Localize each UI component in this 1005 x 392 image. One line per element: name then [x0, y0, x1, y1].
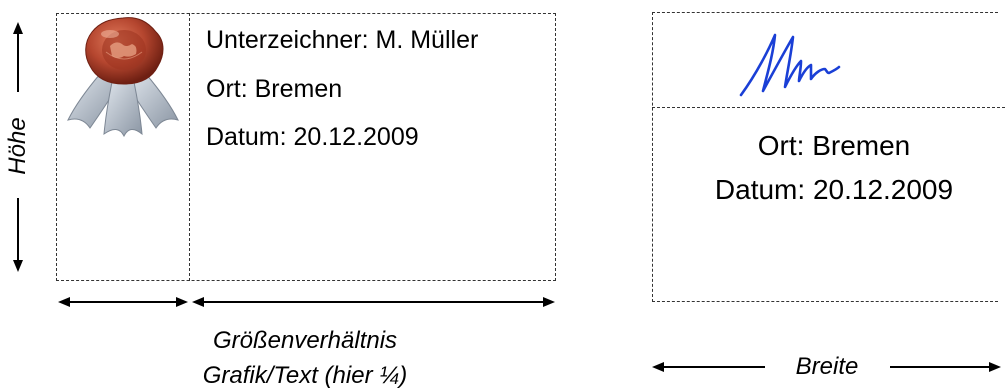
right-date-text: Datum: 20.12.2009 [714, 174, 954, 205]
right-signature-box [652, 12, 998, 302]
ratio-label-line1: Größenverhältnis [212, 327, 398, 354]
ratio-label-line2: Grafik/Text (hier ¼) [202, 362, 408, 389]
width-label: Breite [795, 353, 859, 380]
signer-text: Unterzeichner: M. Müller [206, 26, 479, 54]
ratio-arrows [58, 297, 555, 307]
wax-seal-icon [67, 17, 179, 138]
left-box-divider [189, 13, 190, 281]
handwritten-signature [739, 33, 841, 97]
left-date-text: Datum: 20.12.2009 [206, 123, 419, 151]
right-place-text: Ort: Bremen [757, 130, 911, 161]
height-arrow [13, 22, 23, 272]
left-signature-box [56, 13, 556, 281]
left-place-text: Ort: Bremen [206, 75, 343, 103]
right-box-divider [652, 107, 1005, 108]
